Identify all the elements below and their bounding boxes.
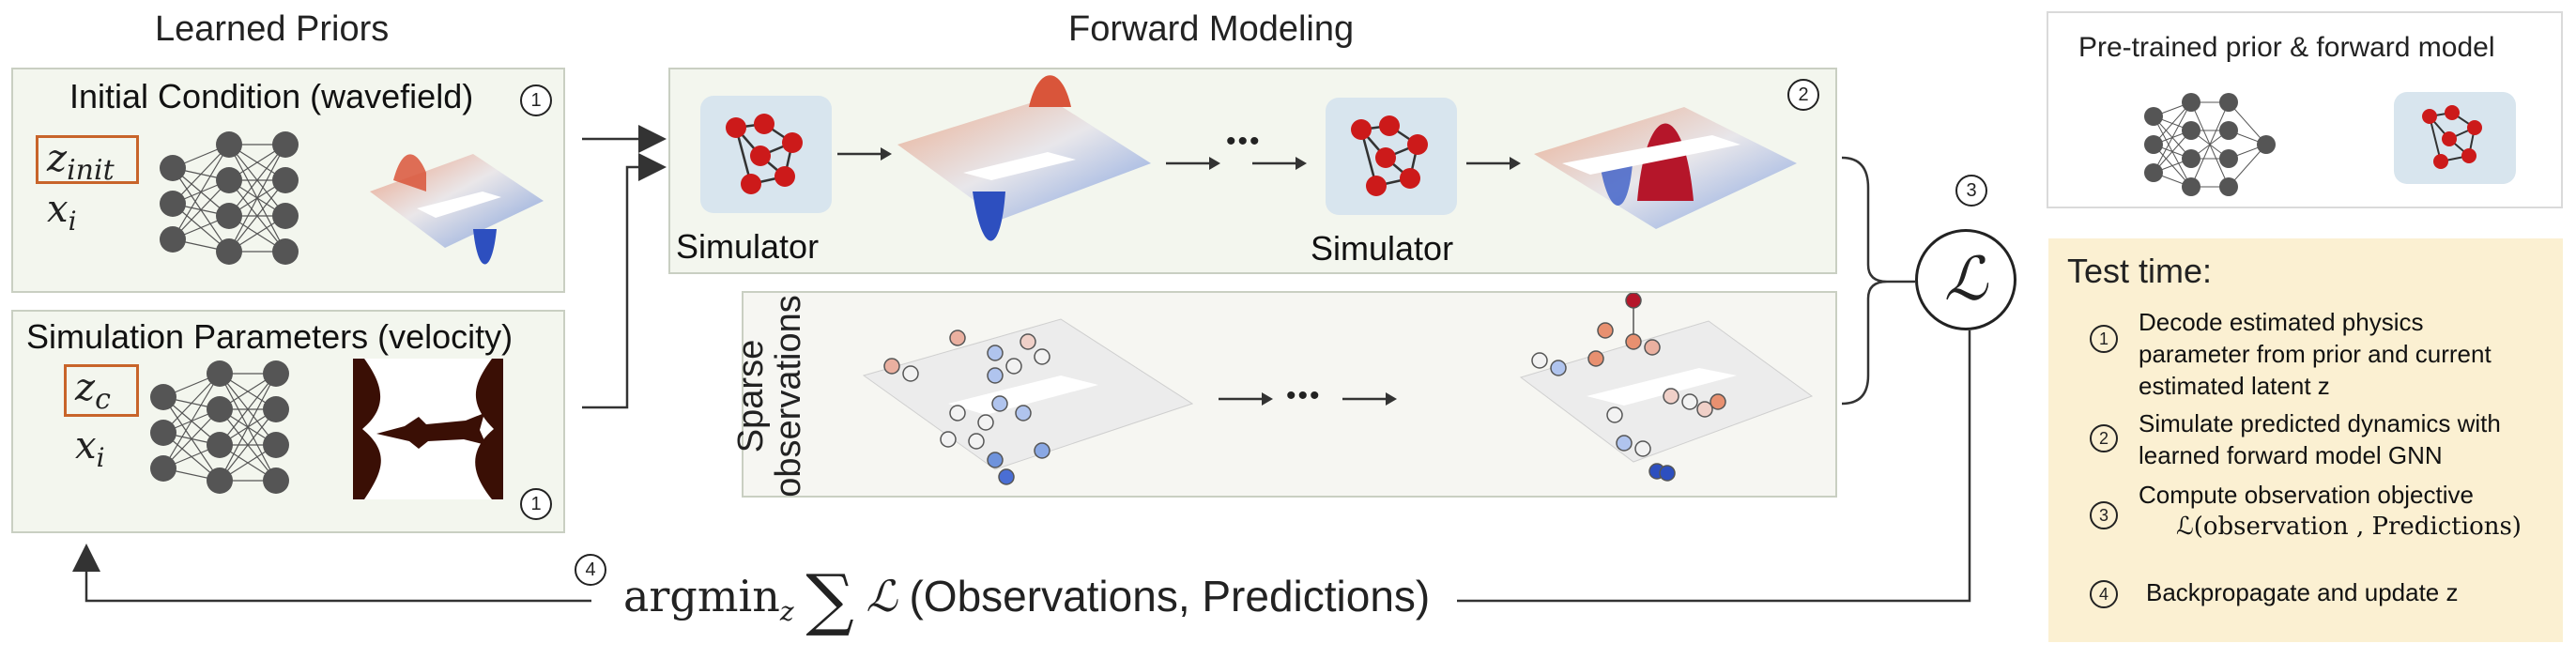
test-step-2-text: Simulate predicted dynamics with learned… xyxy=(2139,409,2501,469)
latent-z-init-box xyxy=(36,135,139,184)
initial-condition-panel: Initial Condition (wavefield) 1 zinit xi xyxy=(11,68,565,293)
observation-map-1-image xyxy=(862,318,1194,485)
obs-arrow-1 xyxy=(1219,392,1273,406)
wavefield-step-1-image xyxy=(897,75,1151,241)
forward-modeling-title: Forward Modeling xyxy=(1068,9,1355,49)
wavefield-step-n-image xyxy=(1534,107,1797,229)
pretrained-legend-title: Pre-trained prior & forward model xyxy=(2078,32,2495,63)
latent-z-init: zinit xyxy=(47,137,115,187)
input-x-i: xi xyxy=(47,188,77,237)
observation-map-2-image xyxy=(1519,293,1814,482)
test-step-3-text: Compute observation objective ℒ(observat… xyxy=(2139,481,2522,541)
step-4-badge: 4 xyxy=(575,554,606,586)
test-time-panel: Test time: 1 Decode estimated physics pa… xyxy=(2048,238,2563,642)
learned-priors-title: Learned Priors xyxy=(155,9,390,49)
input-x-i-2: xi xyxy=(75,424,105,473)
step-2-badge: 2 xyxy=(1787,79,1819,111)
simulator-label-1: Simulator xyxy=(676,227,820,266)
sim-arrow-4 xyxy=(1466,157,1521,170)
simulation-parameters-title: Simulation Parameters (velocity) xyxy=(26,317,514,356)
initial-condition-title: Initial Condition (wavefield) xyxy=(69,77,474,115)
test-step-4-badge: 4 xyxy=(2090,580,2118,608)
observations-ellipsis: ••• xyxy=(1286,380,1322,411)
latent-z-c-box xyxy=(64,364,139,417)
test-step-1-badge: 1 xyxy=(2090,325,2118,353)
step-1-badge-2: 1 xyxy=(520,488,552,520)
sim-arrow-3 xyxy=(1252,157,1307,170)
test-step-2-badge: 2 xyxy=(2090,424,2118,452)
forward-ellipsis: ••• xyxy=(1226,126,1262,157)
loss-symbol: ℒ xyxy=(1915,229,2016,330)
objective-formula: argminz ∑ ℒ (Observations, Predictions) xyxy=(623,559,1431,638)
latent-z-c: zc xyxy=(75,366,111,416)
gnn-graph-icon-1 xyxy=(726,114,803,194)
test-time-title: Test time: xyxy=(2067,252,2213,290)
test-step-1-text: Decode estimated physics parameter from … xyxy=(2139,308,2492,400)
simulator-label-2: Simulator xyxy=(1311,229,1454,268)
pretrained-legend-panel: Pre-trained prior & forward model xyxy=(2047,11,2563,208)
wavefield-surface-image xyxy=(370,154,544,265)
velocity-map-image xyxy=(353,359,503,499)
sim-arrow-2 xyxy=(1166,157,1220,170)
step-3-badge: 3 xyxy=(1955,175,1987,207)
sparse-observations-label: Sparse observations xyxy=(731,295,808,498)
prior-network-legend-icon xyxy=(2144,93,2276,196)
test-step-3-badge: 3 xyxy=(2090,501,2118,529)
forward-model-panel: Simulator ••• Simulator xyxy=(668,68,1837,274)
sim-arrow-1 xyxy=(837,147,892,161)
step-1-badge: 1 xyxy=(520,84,552,116)
obs-arrow-2 xyxy=(1342,392,1397,406)
test-step-4-text: Backpropagate and update z xyxy=(2146,578,2459,606)
gnn-graph-icon-2 xyxy=(1351,115,1428,196)
simulation-parameters-panel: Simulation Parameters (velocity) zc xi 1 xyxy=(11,310,565,533)
velocity-network-icon xyxy=(150,360,289,494)
gnn-legend-icon xyxy=(2422,105,2482,169)
prior-network-icon xyxy=(160,131,299,265)
